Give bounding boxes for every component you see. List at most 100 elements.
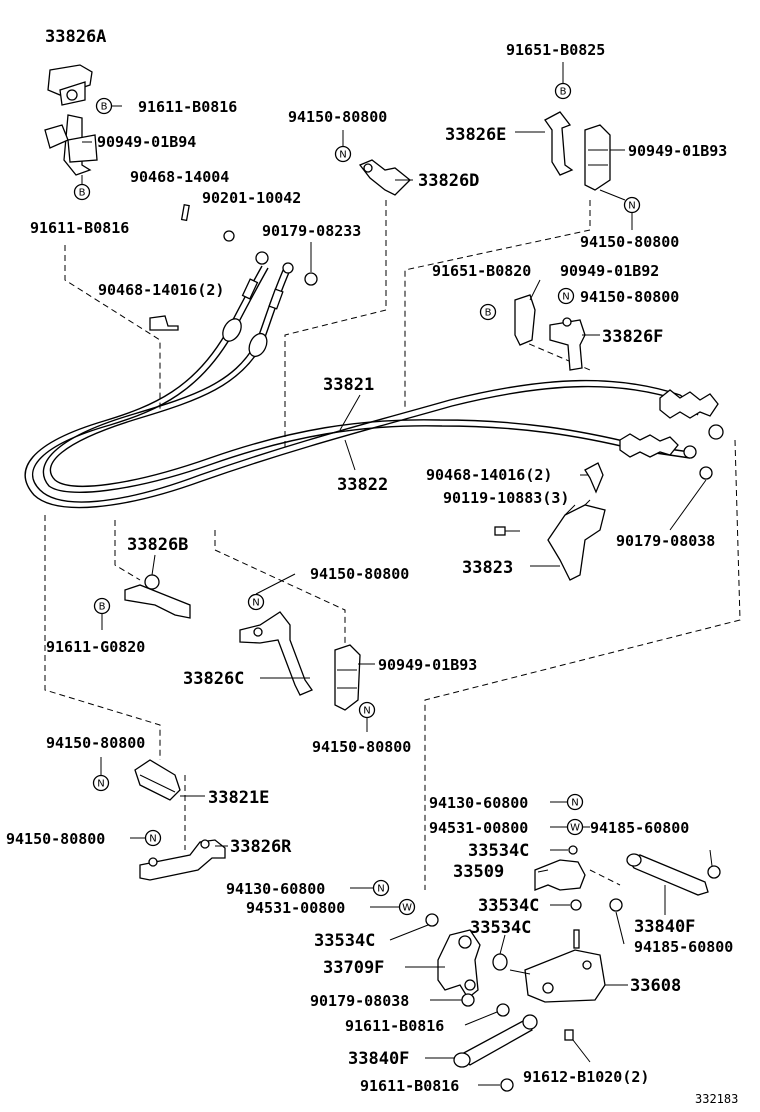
label-33534c: 33534C: [478, 896, 539, 916]
leader-lines: [81, 62, 713, 1086]
label-33826e: 33826E: [445, 125, 506, 145]
label-91611-b0816: 91611-B0816: [138, 98, 237, 116]
bracket-33826c[interactable]: [239, 611, 313, 696]
label-91611-b0816: 91611-B0816: [360, 1077, 459, 1095]
label-33822: 33822: [337, 475, 388, 495]
nut-33534c-b[interactable]: [570, 899, 582, 911]
label-91611-b0816: 91611-B0816: [30, 219, 129, 237]
bolt-icon: [93, 597, 111, 615]
label-33821: 33821: [323, 375, 374, 395]
label-94150-80800: 94150-80800: [46, 734, 145, 752]
nut-90179-08233[interactable]: [304, 272, 318, 286]
nut-icon: [92, 774, 110, 792]
clamp-90949-01b94[interactable]: [44, 114, 98, 176]
label-90119-10883: 90119-10883(3): [443, 489, 569, 507]
label-91651-b0825: 91651-B0825: [506, 41, 605, 59]
label-33534c: 33534C: [468, 841, 529, 861]
label-33826d: 33826D: [418, 171, 479, 191]
nut-94185-60800-b[interactable]: [609, 898, 623, 912]
label-33826a: 33826A: [45, 27, 106, 47]
bolt-91612-b1020[interactable]: [564, 1029, 574, 1041]
bracket-33826b[interactable]: [124, 574, 191, 619]
bracket-33823[interactable]: [547, 499, 606, 581]
nut-icon: [372, 879, 390, 897]
bracket-33709f[interactable]: [437, 929, 481, 999]
bolt-icon: [95, 97, 113, 115]
label-90468-14004: 90468-14004: [130, 168, 229, 186]
cable-end-fitting-left-b: [248, 262, 294, 358]
rod-33840f-a[interactable]: [626, 853, 721, 896]
label-94130-60800: 94130-60800: [429, 794, 528, 812]
bracket-33826a[interactable]: [47, 64, 93, 106]
rod-33840f-b[interactable]: [453, 1014, 538, 1068]
cable-end-fitting-right-a: [659, 389, 724, 440]
label-90949-01b94: 90949-01B94: [97, 133, 196, 151]
bolt-91611-b0816-d[interactable]: [500, 1078, 514, 1092]
bolt-90119-10883[interactable]: [494, 526, 520, 536]
label-33840f: 33840F: [348, 1049, 409, 1069]
label-33826f: 33826F: [602, 327, 663, 347]
label-90949-01b93: 90949-01B93: [628, 142, 727, 160]
nut-icon: [247, 593, 265, 611]
clamp-90949-01b92[interactable]: [514, 294, 536, 346]
label-90201-10042: 90201-10042: [202, 189, 301, 207]
label-33823: 33823: [462, 558, 513, 578]
nut-90179-08038[interactable]: [699, 466, 713, 480]
label-90468-14016: 90468-14016(2): [426, 466, 552, 484]
label-94531-00800: 94531-00800: [429, 819, 528, 837]
bracket-33826e[interactable]: [544, 111, 574, 176]
bracket-33826f[interactable]: [549, 317, 586, 371]
catalog-number: 332183: [695, 1092, 738, 1106]
label-33534c: 33534C: [470, 918, 531, 938]
clip-90468-14016[interactable]: [149, 315, 179, 331]
pin-90468-14004[interactable]: [180, 204, 190, 222]
label-33840f: 33840F: [634, 917, 695, 937]
label-33509: 33509: [453, 862, 504, 882]
bolt-icon: [73, 183, 91, 201]
label-94130-60800: 94130-60800: [226, 880, 325, 898]
label-90179-08233: 90179-08233: [262, 222, 361, 240]
nut-33534c-c[interactable]: [425, 913, 439, 927]
clamp-33821e[interactable]: [134, 759, 181, 801]
label-90949-01b92: 90949-01B92: [560, 262, 659, 280]
label-33826r: 33826R: [230, 837, 292, 857]
bracket-33826d[interactable]: [358, 159, 411, 196]
cable-end-fitting-right-b: [619, 433, 697, 459]
bracket-33826r[interactable]: [139, 839, 226, 881]
bolt-icon: [554, 82, 572, 100]
label-94150-80800: 94150-80800: [312, 738, 411, 756]
cable-33821[interactable]: [24, 265, 701, 509]
label-90468-14016: 90468-14016(2): [98, 281, 224, 299]
label-90179-08038: 90179-08038: [310, 992, 409, 1010]
nut-33534c-a[interactable]: [568, 845, 578, 855]
label-94150-80800: 94150-80800: [580, 288, 679, 306]
bracket-33608[interactable]: [509, 929, 606, 1003]
label-91612-b1020: 91612-B1020(2): [523, 1068, 649, 1086]
label-33821e: 33821E: [208, 788, 269, 808]
nut-icon: [566, 793, 584, 811]
label-91611-g0820: 91611-G0820: [46, 638, 145, 656]
nut-33534c-d[interactable]: [492, 953, 508, 971]
label-94531-00800: 94531-00800: [246, 899, 345, 917]
nut-icon: [144, 829, 162, 847]
label-90949-01b93: 90949-01B93: [378, 656, 477, 674]
cable-33822[interactable]: [42, 267, 691, 493]
label-33534c: 33534C: [314, 931, 375, 951]
label-33826b: 33826B: [127, 535, 188, 555]
label-91651-b0820: 91651-B0820: [432, 262, 531, 280]
label-94150-80800: 94150-80800: [310, 565, 409, 583]
label-33826c: 33826C: [183, 669, 244, 689]
washer-90201-10042[interactable]: [223, 230, 235, 242]
nut-icon: [623, 196, 641, 214]
label-94150-80800: 94150-80800: [6, 830, 105, 848]
nut-90179-08038-b[interactable]: [461, 993, 475, 1007]
clip-90468-14016-right[interactable]: [584, 462, 604, 494]
label-33709f: 33709F: [323, 958, 384, 978]
clamp-90949-01b93-b[interactable]: [334, 644, 361, 711]
clamp-90949-01b93[interactable]: [584, 124, 611, 191]
washer-icon: [398, 898, 416, 916]
bracket-33509[interactable]: [534, 859, 586, 891]
label-91611-b0816: 91611-B0816: [345, 1017, 444, 1035]
bolt-91611-b0816-c[interactable]: [496, 1003, 510, 1017]
